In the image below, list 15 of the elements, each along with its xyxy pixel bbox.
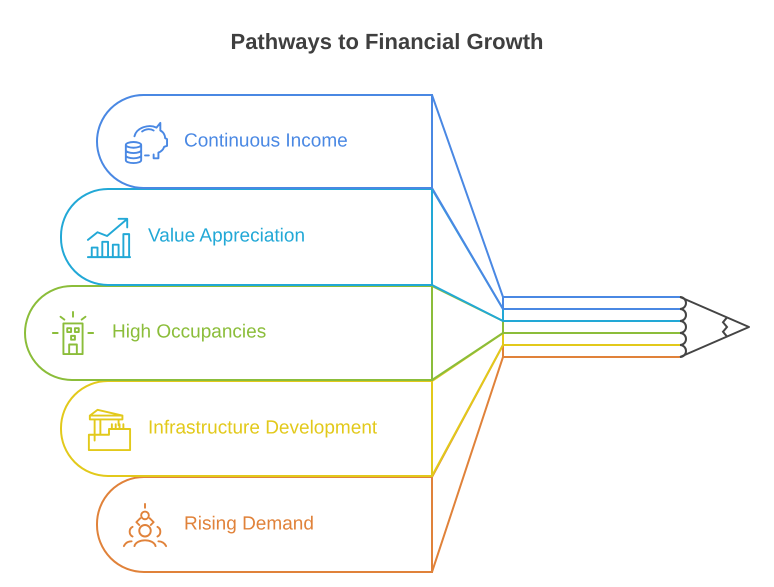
band-label: Continuous Income bbox=[184, 130, 348, 153]
rounded-band bbox=[24, 285, 433, 381]
connector-line bbox=[431, 344, 504, 573]
rounded-band bbox=[96, 476, 433, 573]
rounded-band bbox=[96, 94, 433, 189]
rounded-band bbox=[60, 380, 433, 477]
band-label: High Occupancies bbox=[112, 322, 266, 344]
diagram-title: Pathways to Financial Growth bbox=[230, 29, 544, 54]
connector-line bbox=[431, 285, 504, 381]
connector-line bbox=[431, 94, 504, 310]
band-label: Value Appreciation bbox=[148, 226, 306, 248]
connector-line bbox=[431, 332, 504, 477]
band-label: Rising Demand bbox=[184, 513, 314, 536]
rounded-band bbox=[60, 188, 433, 286]
band-label: Infrastructure Development bbox=[148, 417, 378, 440]
